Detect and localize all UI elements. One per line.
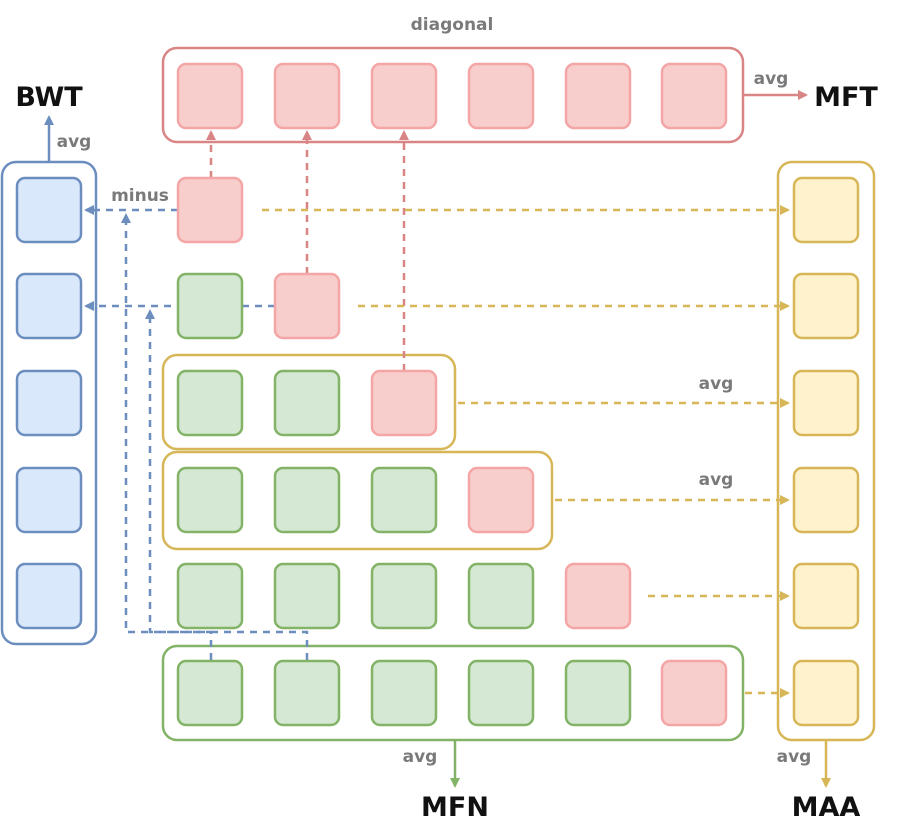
matrix-cell-r4-c2 <box>273 466 341 534</box>
bwt-avg-label: avg <box>57 132 92 152</box>
diagonal-label: diagonal <box>411 15 494 35</box>
maa-cell-5 <box>792 562 860 630</box>
matrix-cell-r3-c2 <box>273 369 341 437</box>
diagonal-cell-2 <box>273 62 341 130</box>
matrix-cell-r4-c1 <box>176 466 244 534</box>
bwt-cell-3 <box>15 369 83 437</box>
maa-avg-label: avg <box>777 747 812 767</box>
maa-cell-3 <box>792 369 860 437</box>
row4-avg-label: avg <box>699 470 734 490</box>
matrix-cell-r5-c5 <box>564 562 632 630</box>
matrix-cell-r5-c4 <box>467 562 535 630</box>
row4-avg-frame <box>161 450 554 551</box>
matrix-cell-r6-c3 <box>370 659 438 727</box>
matrix-cell-r4-c4 <box>467 466 535 534</box>
maa-cell-2 <box>792 272 860 340</box>
bwt-cell-4 <box>15 466 83 534</box>
diagonal-cell-1 <box>176 62 244 130</box>
maa-frame <box>776 160 876 742</box>
diagonal-cells <box>176 62 728 130</box>
mft-avg-label: avg <box>754 69 789 89</box>
mfn-avg-label: avg <box>403 747 438 767</box>
maa-label: MAA <box>792 792 861 823</box>
last-row-frame <box>161 644 745 742</box>
matrix-cell-r3-c1 <box>176 369 244 437</box>
diagonal-cell-3 <box>370 62 438 130</box>
maa-cell-4 <box>792 466 860 534</box>
matrix-cell-r5-c2 <box>273 562 341 630</box>
maa-cell-1 <box>792 176 860 244</box>
matrix-cell-r5-c1 <box>176 562 244 630</box>
matrix-cell-r6-c6 <box>660 659 728 727</box>
matrix-cell-r1-c1 <box>176 176 244 244</box>
bwt-cell-5 <box>15 562 83 630</box>
matrix-cells <box>176 176 728 727</box>
matrix-cell-r2-c2 <box>273 272 341 340</box>
maa-cell-6 <box>792 659 860 727</box>
bwt-cell-2 <box>15 272 83 340</box>
row3-avg-label: avg <box>699 374 734 394</box>
minus-link-col2 <box>145 309 309 660</box>
row3-avg-frame <box>161 353 457 451</box>
bwt-cells <box>15 176 83 630</box>
matrix-cell-r2-c1 <box>176 272 244 340</box>
matrix-cell-r6-c4 <box>467 659 535 727</box>
maa-cells <box>792 176 860 727</box>
mft-label: MFT <box>814 82 878 113</box>
minus-label: minus <box>111 186 169 206</box>
diagonal-cell-4 <box>467 62 535 130</box>
matrix-cell-r6-c2 <box>273 659 341 727</box>
mfn-label: MFN <box>421 792 489 823</box>
bwt-cell-1 <box>15 176 83 244</box>
matrix-cell-r6-c5 <box>564 659 632 727</box>
diagonal-cell-6 <box>660 62 728 130</box>
diagonal-frame <box>161 46 745 144</box>
matrix-cell-r3-c3 <box>370 369 438 437</box>
matrix-cell-r4-c3 <box>370 466 438 534</box>
matrix-cell-r5-c3 <box>370 562 438 630</box>
matrix-cell-r6-c1 <box>176 659 244 727</box>
bwt-label: BWT <box>15 82 83 113</box>
minus-link-col1 <box>121 213 213 660</box>
diagonal-cell-5 <box>564 62 632 130</box>
